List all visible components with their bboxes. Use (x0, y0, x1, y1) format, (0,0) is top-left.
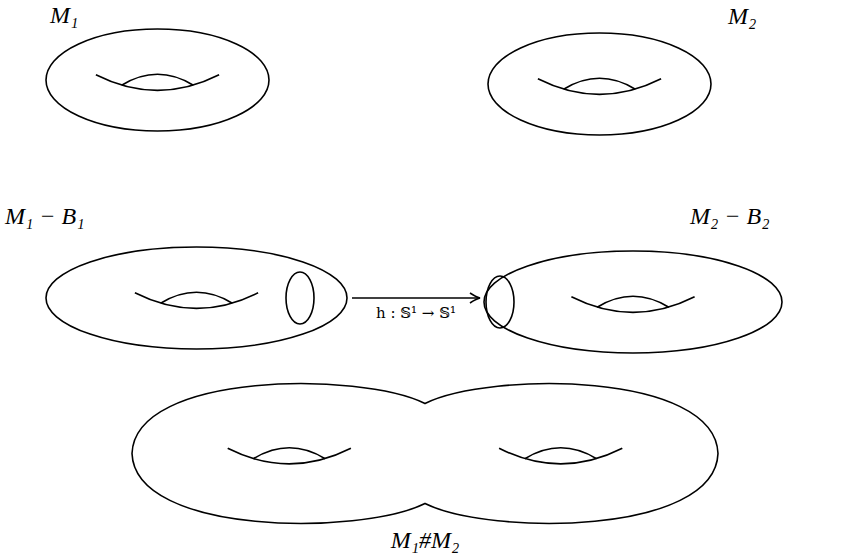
hole-lower-curve (538, 79, 661, 95)
hole-upper-curve (564, 78, 636, 89)
surface-label: M₁#M₂ (391, 527, 460, 553)
double-torus-outline (132, 384, 718, 524)
hole-upper-curve (597, 296, 669, 307)
hole-lower-curve (228, 448, 351, 464)
surface-outline (45, 246, 348, 350)
surface-label: M₁ − B₁ (5, 203, 85, 229)
boundary-circle (486, 276, 514, 328)
hole-lower-curve (499, 448, 622, 464)
double-torus: M₁#M₂ (130, 381, 720, 526)
arrow-shaft (352, 297, 480, 299)
map-label: h : 𝕊¹ → 𝕊¹ (374, 304, 458, 322)
arrow-head (470, 293, 480, 303)
torus: M₁ (45, 28, 270, 132)
surface-outline (487, 32, 712, 136)
torus-outline (484, 251, 782, 353)
hole-upper-curve (161, 292, 233, 303)
torus-outline (46, 247, 347, 349)
surface-outline (483, 250, 783, 354)
hole-upper-curve (253, 448, 325, 459)
hole-upper-curve (525, 448, 597, 459)
hole-upper-curve (122, 74, 194, 85)
torus-outline (46, 29, 269, 131)
hole-lower-curve (571, 297, 694, 313)
surface-label: M₂ (728, 3, 756, 29)
surface-outline (45, 28, 270, 132)
hole-lower-curve (96, 75, 219, 91)
hole-lower-curve (135, 293, 258, 309)
surface-label: M₂ − B₂ (690, 203, 770, 229)
surface-outline (130, 381, 720, 526)
torus: M₂ − B₂ (483, 250, 783, 354)
torus-outline (488, 33, 711, 135)
torus: M₂ (487, 32, 712, 136)
boundary-circle (286, 272, 314, 324)
map-arrow (352, 293, 480, 303)
surface-label: M₁ (50, 2, 78, 28)
torus: M₁ − B₁ (45, 246, 348, 350)
